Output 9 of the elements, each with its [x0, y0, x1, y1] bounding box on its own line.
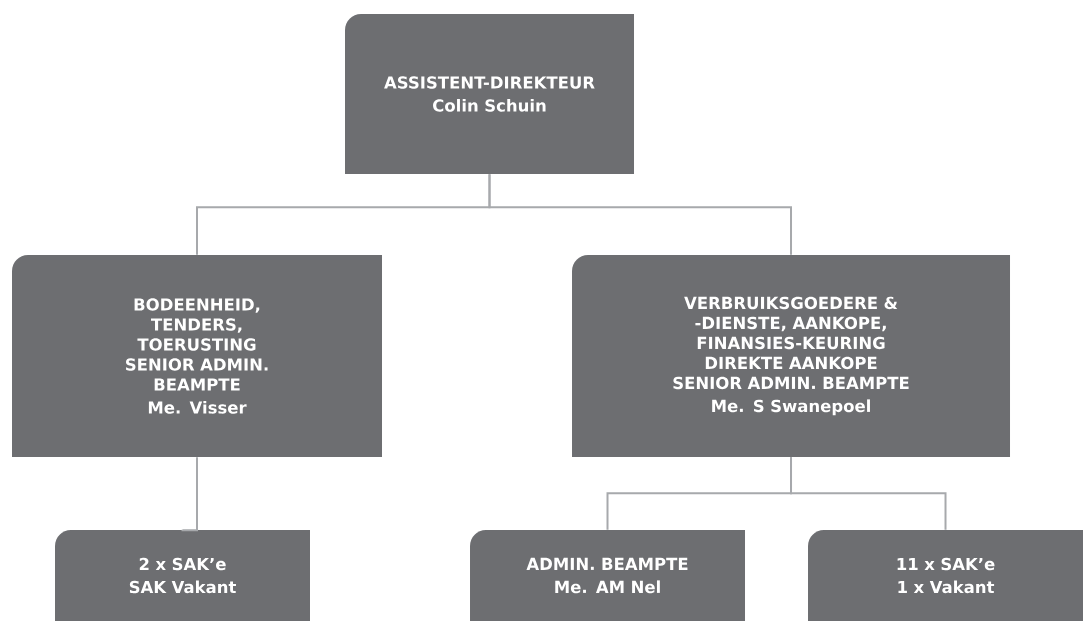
org-box: 2 x SAK’e SAK Vakant [55, 530, 310, 621]
org-box: VERBRUIKSGOEDERE & -DIENSTE, AANKOPE, FINANSIES-KEURING DIREKTE AANKOPE SENIOR ADMIN. BEAMPTE Me. S Swanepoel [572, 255, 1010, 457]
org-box: ADMIN. BEAMPTE Me. AM Nel [470, 530, 745, 621]
connector-line [181, 456, 198, 532]
org-box: 11 x SAK’e 1 x Vakant [808, 530, 1083, 621]
org-box: BODEENHEID, TENDERS, TOERUSTING SENIOR ADMIN. BEAMPTE Me. Visser [12, 255, 382, 457]
connector-line [488, 173, 792, 256]
connector-line [790, 456, 947, 531]
org-box: ASSISTENT-DIREKTEUR Colin Schuin [345, 14, 634, 174]
